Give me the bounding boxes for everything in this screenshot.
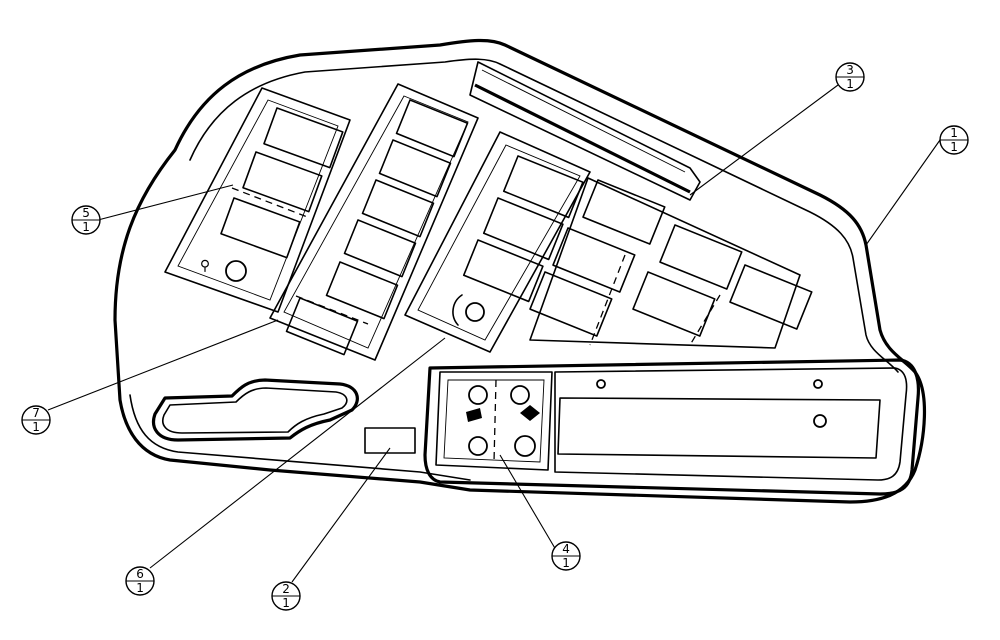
balloon-6: 6 1 — [125, 566, 155, 596]
balloon-3-qty: 1 — [846, 77, 854, 91]
grab-handle — [152, 378, 359, 442]
balloon-5-qty: 1 — [82, 220, 90, 234]
balloon-2-qty: 1 — [282, 596, 290, 610]
balloon-5-item: 5 — [82, 206, 90, 220]
pod-button-1 — [468, 385, 488, 405]
balloon-3-item: 3 — [846, 63, 854, 77]
balloon-2: 2 1 — [271, 581, 301, 611]
balloon-3: 3 1 — [835, 62, 865, 92]
pod-button-2 — [510, 385, 530, 405]
balloon-7: 7 1 — [21, 405, 51, 435]
balloon-6-qty: 1 — [136, 581, 144, 595]
pod-button-3 — [468, 436, 488, 456]
balloon-5: 5 1 — [71, 205, 101, 235]
balloon-7-item: 7 — [32, 406, 40, 420]
control-pod — [435, 371, 553, 471]
balloon-2-item: 2 — [282, 582, 290, 596]
panel5-symbol: ⚲ — [200, 258, 210, 274]
tray — [423, 358, 921, 496]
balloon-6-item: 6 — [136, 567, 144, 581]
console-housing — [113, 38, 927, 504]
panel6-knob — [465, 302, 485, 322]
switch-panel-5: ⚲ — [164, 87, 351, 313]
label-plate — [364, 427, 416, 454]
pod-symbol-2 — [520, 405, 540, 421]
switch-grid — [529, 177, 813, 349]
balloon-1-qty: 1 — [950, 140, 958, 154]
balloon-1-item: 1 — [950, 126, 958, 140]
leader-lines — [47, 84, 941, 583]
switch-panel-6 — [404, 131, 591, 353]
balloon-4: 4 1 — [551, 541, 581, 571]
pod-symbol-1 — [466, 408, 482, 422]
balloon-4-qty: 1 — [562, 556, 570, 570]
balloon-7-qty: 1 — [32, 420, 40, 434]
pod-button-4 — [514, 435, 536, 457]
balloon-4-item: 4 — [562, 542, 570, 556]
switch-panel-7 — [269, 83, 479, 361]
panel5-knob — [225, 260, 247, 282]
balloon-1: 1 1 — [939, 125, 969, 155]
